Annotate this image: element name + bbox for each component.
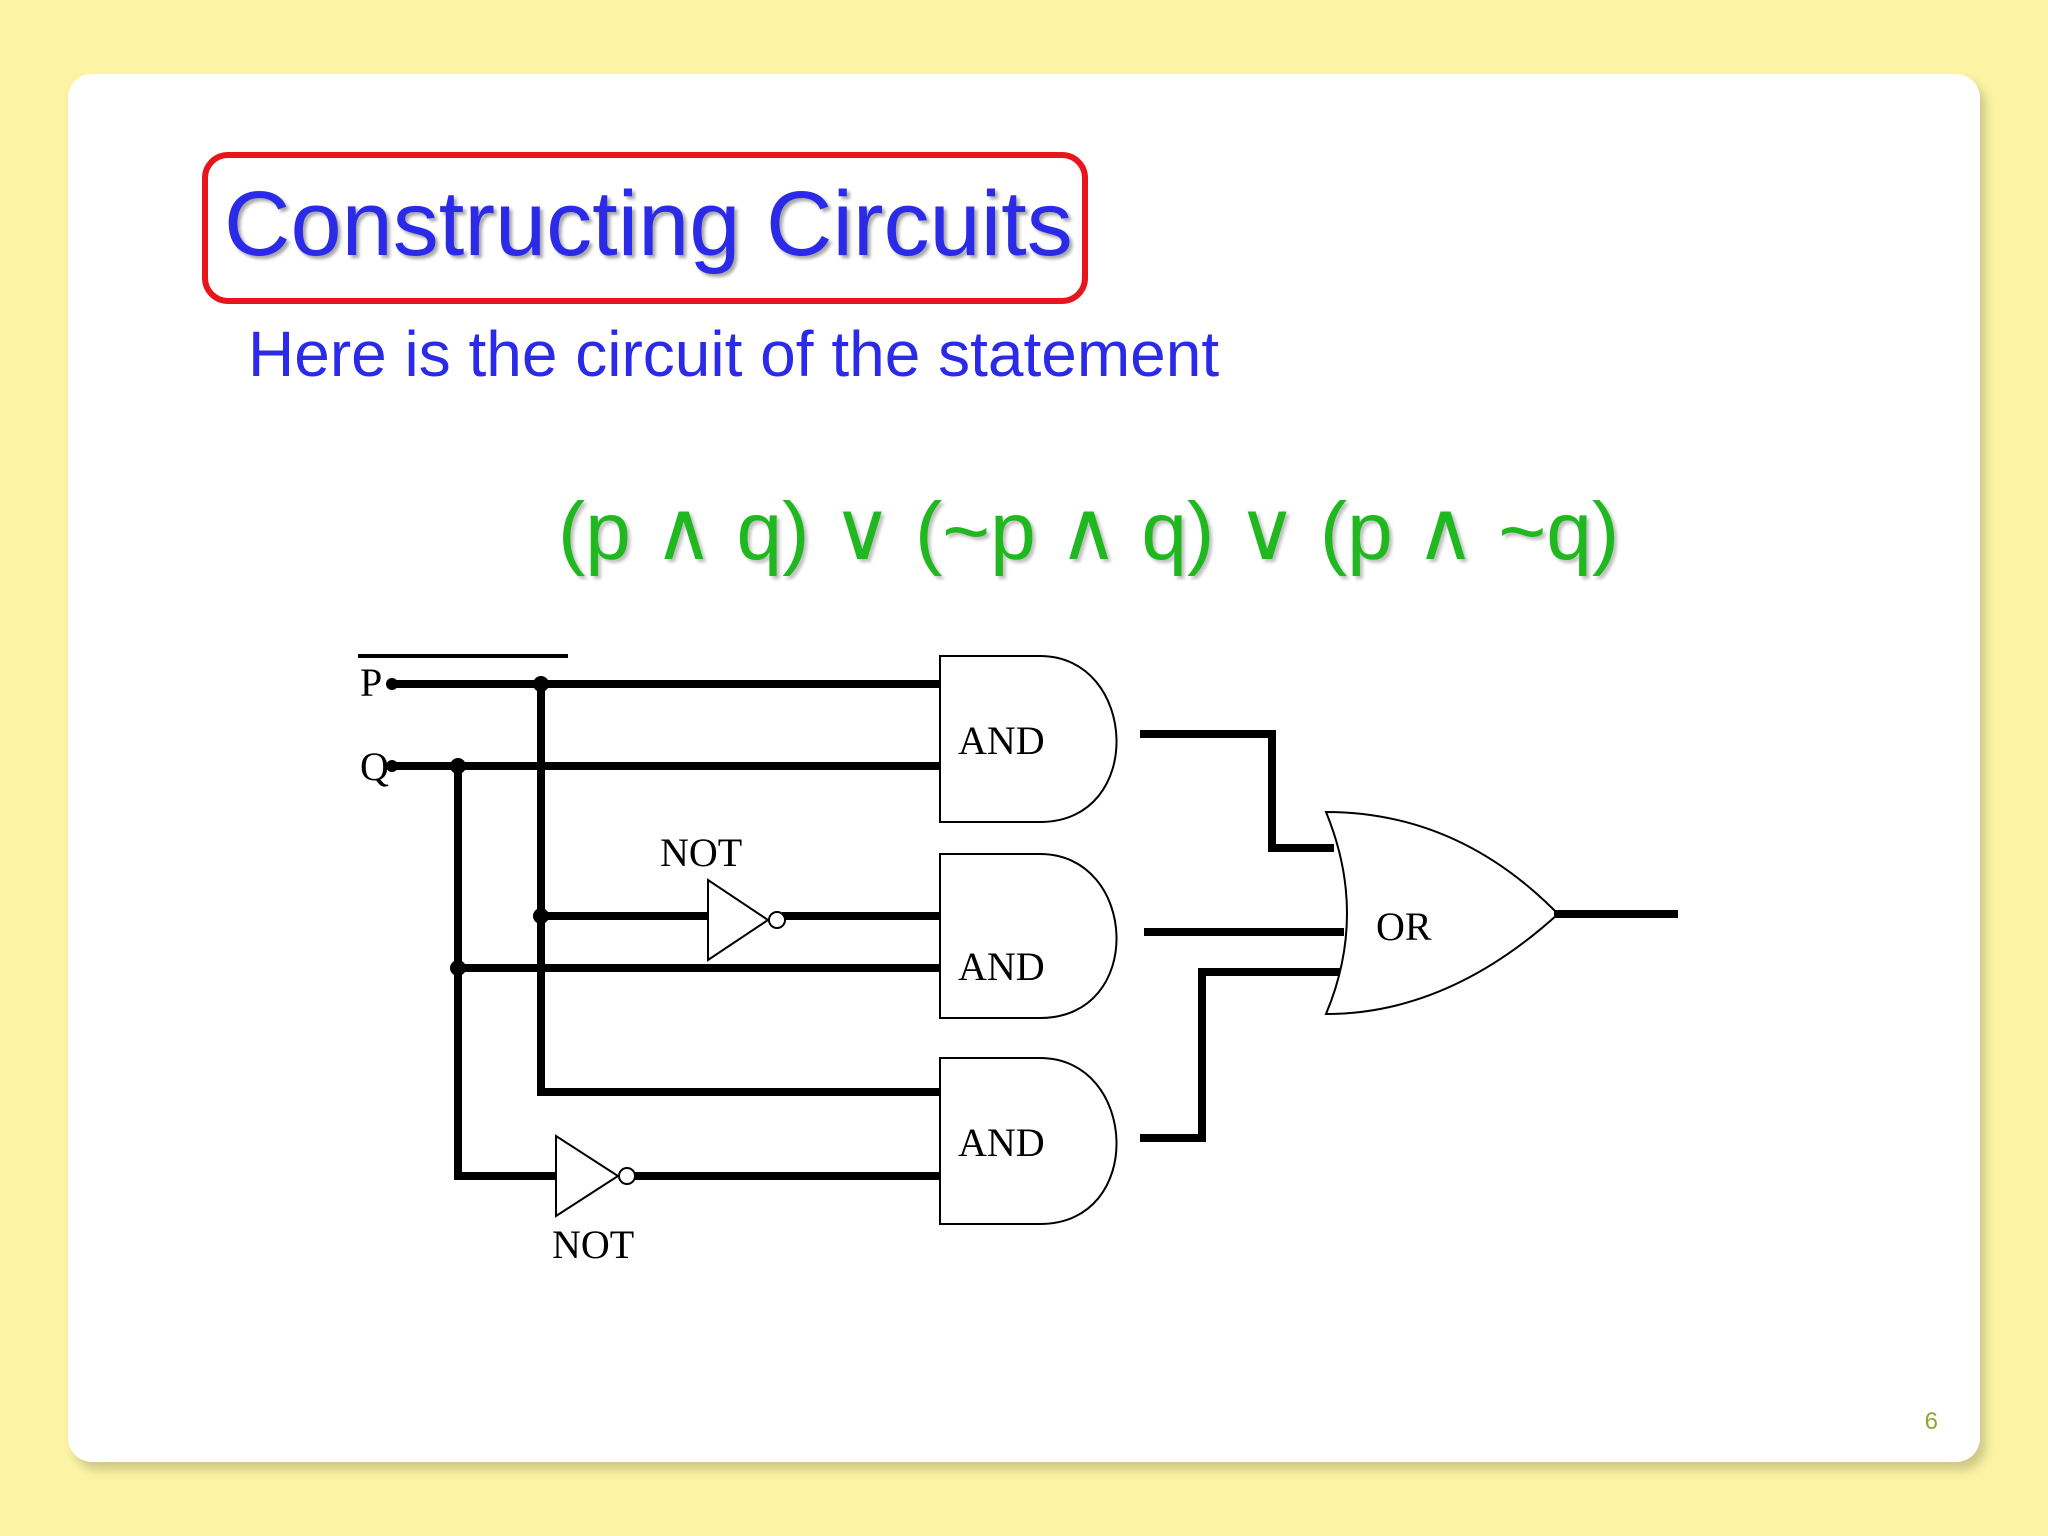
junction-dot	[450, 960, 466, 976]
junction-dot	[386, 678, 398, 690]
or-gate	[1324, 810, 1560, 1016]
page-number: 6	[1924, 1408, 1938, 1435]
junction-dot	[533, 908, 549, 924]
not-gate-1-bubble	[768, 911, 786, 929]
and-gate-2	[939, 853, 1118, 1019]
or-gate-label: OR	[1376, 904, 1432, 949]
and-gate-3	[939, 1057, 1118, 1225]
junction-dot	[450, 758, 466, 774]
wire-q-vertical	[454, 762, 560, 1180]
slide-title: Constructing Circuits	[224, 173, 1073, 275]
input-label-p: P	[360, 660, 382, 705]
title-frame	[202, 152, 1088, 304]
and-gate-1-label: AND	[958, 718, 1045, 763]
and-gate-2-label: AND	[958, 944, 1045, 989]
and-gate-3-label: AND	[958, 1120, 1045, 1165]
junction-dot	[386, 760, 398, 772]
not-gate-1-label: NOT	[660, 830, 742, 875]
not-gate-2-bubble	[618, 1167, 636, 1185]
input-label-q: Q	[360, 744, 389, 789]
wire-and3-to-or	[1140, 968, 1344, 1142]
junction-dot	[533, 676, 549, 692]
not-gate-1	[707, 878, 770, 962]
logic-formula: (p ∧ q) ∨ (~p ∧ q) ∨ (p ∧ ~q)	[558, 486, 1620, 577]
not-gate-2	[555, 1134, 620, 1218]
not-gate-2-label: NOT	[552, 1222, 634, 1267]
and-gate-1	[939, 655, 1118, 823]
slide-subtitle: Here is the circuit of the statement	[248, 318, 1220, 390]
wire-and1-to-or	[1140, 730, 1334, 852]
logic-circuit-diagram: P Q NOT NOT AND	[358, 654, 1678, 1267]
wire-p-vertical	[537, 680, 944, 1096]
slide: Constructing Circuits Here is the circui…	[68, 74, 1980, 1462]
